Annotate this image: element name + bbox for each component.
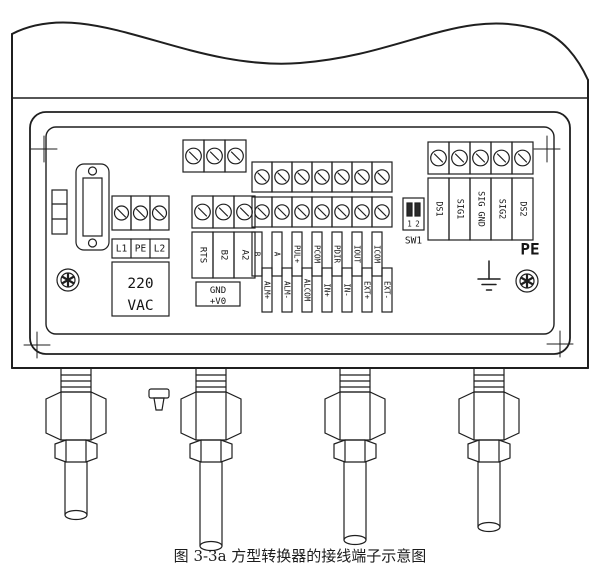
dip-switch-pin-label: 2 <box>415 220 420 229</box>
comm-terminal-label: B2 <box>219 250 229 261</box>
comm-terminal-label: A2 <box>240 250 250 261</box>
dip-switch-pin-label: 1 <box>407 220 412 229</box>
io-terminal-label: PCOM <box>313 245 322 264</box>
io-terminal-label: EXT+ <box>363 281 372 300</box>
screw-terminal <box>271 161 293 193</box>
screw-terminal <box>149 195 170 231</box>
screw-terminal <box>311 161 333 193</box>
earth-symbol-icon <box>477 260 501 291</box>
cable-end <box>199 540 223 552</box>
screw-terminal <box>203 139 226 173</box>
signal-terminal-label: DS2 <box>518 201 528 216</box>
screw-terminal <box>448 141 471 175</box>
dip-switch-sw1: 1 2 SW1 <box>402 197 425 247</box>
protective-earth: PE <box>477 240 540 291</box>
cable-end <box>64 509 88 521</box>
enclosure-outline <box>11 21 589 369</box>
power-rating-line2: VAC <box>127 298 153 314</box>
cable-gland-3 <box>324 367 386 546</box>
screw-terminal <box>331 196 353 228</box>
screw-terminal <box>351 161 373 193</box>
io-terminal-label: PDIR <box>333 245 342 264</box>
screw-terminal <box>271 196 293 228</box>
screw-terminal <box>291 161 313 193</box>
signal-terminal-label: SIG1 <box>455 199 465 219</box>
comm-aux-label-gnd: GND <box>210 286 226 296</box>
pe-label: PE <box>520 240 539 259</box>
dip-switch-slider <box>406 202 413 217</box>
terminal-panel <box>29 111 571 355</box>
io-terminal-label: IOUT <box>353 245 362 264</box>
screw-terminal <box>351 196 373 228</box>
cable-end <box>343 534 367 546</box>
screw-terminal <box>331 161 353 193</box>
screw-terminal <box>251 161 273 193</box>
power-terminal-label: PE <box>135 244 147 255</box>
io-terminal-label: PUL+ <box>293 245 302 264</box>
io-terminal-label: ALCOM <box>303 279 312 302</box>
drain-bolt <box>148 388 170 411</box>
screw-terminal <box>182 139 205 173</box>
io-terminal-label: IN- <box>343 283 352 297</box>
power-rating-line1: 220 <box>127 276 153 292</box>
io-terminal-label: ICOM <box>373 245 382 264</box>
figure-caption: 图 3-3a 方型转换器的接线端子示意图 <box>174 547 427 565</box>
screw-terminal <box>371 196 393 228</box>
screw-terminal <box>469 141 492 175</box>
cable-gland-body <box>180 367 242 463</box>
comm-aux-label-v0: +V0 <box>210 297 226 307</box>
signal-terminal-label: DS1 <box>434 201 444 216</box>
screw-terminal <box>511 141 534 175</box>
screw-terminal <box>111 195 132 231</box>
panel-screw-right <box>514 268 540 294</box>
screw-terminal <box>212 195 235 229</box>
screw-terminal <box>130 195 151 231</box>
signal-terminal-label: SIG2 <box>497 199 507 219</box>
cable-end <box>477 521 501 533</box>
screw-terminal <box>490 141 513 175</box>
power-terminal-label: L2 <box>154 244 165 255</box>
cable-gland-body <box>458 367 520 463</box>
comm-terminal-label: RTS <box>198 247 208 263</box>
io-terminal-label: B <box>253 252 262 257</box>
screw-terminal <box>311 196 333 228</box>
comm-terminal-block: RTS B2 A2 GND +V0 <box>182 139 256 307</box>
registration-crosshair <box>533 135 561 163</box>
io-terminal-label: ALM- <box>283 281 292 299</box>
dip-switch-slider <box>414 202 421 217</box>
io-terminal-label: A <box>273 252 282 257</box>
io-terminal-block: B A PUL+ PCOM PDIR IOUT ICOM ALM+ ALM- A… <box>251 161 393 313</box>
screw-terminal <box>291 196 313 228</box>
fuse-holder <box>51 163 110 251</box>
signal-terminal-label: SIG GND <box>476 191 486 227</box>
panel-screw-left <box>55 267 81 293</box>
cable-gland-1 <box>45 367 107 521</box>
power-terminal-label: L1 <box>116 244 128 255</box>
screw-terminal <box>427 141 450 175</box>
cable-gland-body <box>324 367 386 463</box>
cable-gland-4 <box>458 367 520 533</box>
io-terminal-label: EXT- <box>383 281 392 299</box>
cable-gland-body <box>45 367 107 463</box>
power-terminal-block: L1 PE L2 220 VAC <box>111 195 170 317</box>
dip-switch-label: SW1 <box>405 236 422 247</box>
screw-terminal <box>224 139 247 173</box>
io-terminal-label: IN+ <box>323 283 332 297</box>
registration-crosshair <box>30 135 58 163</box>
screw-terminal <box>191 195 214 229</box>
io-terminal-label: ALM+ <box>263 281 272 300</box>
signal-terminal-block: DS1 SIG1 SIG GND SIG2 DS2 <box>427 141 534 241</box>
cable-gland-2 <box>180 367 242 552</box>
screw-terminal <box>371 161 393 193</box>
